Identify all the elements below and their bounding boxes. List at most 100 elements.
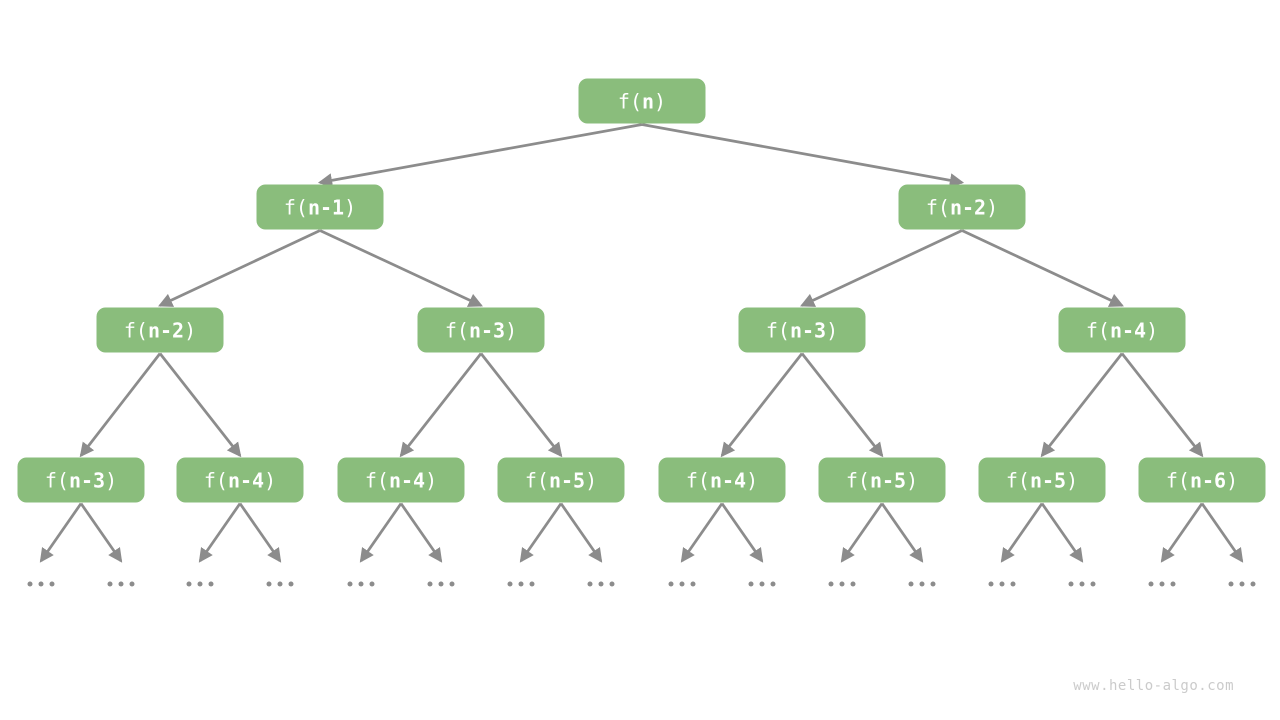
- tree-node: f(n-4): [1058, 307, 1186, 353]
- ellipsis-dot: [38, 581, 44, 587]
- node-label-argument: n-3: [468, 318, 506, 342]
- ellipsis-dot: [1090, 581, 1096, 587]
- tree-edge-arrow: [39, 502, 83, 563]
- tree-node: f(n-4): [658, 457, 786, 503]
- ellipsis-dot: [129, 581, 135, 587]
- tree-node: f(n-3): [417, 307, 545, 353]
- tree-node: f(n-2): [898, 184, 1026, 230]
- node-label-argument: n-1: [307, 195, 345, 219]
- ellipsis-dot: [208, 581, 214, 587]
- ellipsis: [266, 581, 294, 587]
- ellipsis: [908, 581, 936, 587]
- ellipsis-dot: [919, 581, 925, 587]
- node-label-argument: n-4: [227, 468, 265, 492]
- ellipsis-dot: [850, 581, 856, 587]
- tree-edge-arrow: [800, 352, 884, 458]
- ellipsis-dot: [988, 581, 994, 587]
- ellipsis-dot: [186, 581, 192, 587]
- ellipsis-dot: [438, 581, 444, 587]
- ellipsis-dot: [107, 581, 113, 587]
- node-label-argument: n-4: [388, 468, 426, 492]
- ellipsis-dot: [358, 581, 364, 587]
- node-label-argument: n-3: [789, 318, 827, 342]
- ellipsis-dot: [1010, 581, 1016, 587]
- tree-edge-arrow: [880, 502, 924, 563]
- ellipsis-dot: [609, 581, 615, 587]
- ellipsis-dot: [598, 581, 604, 587]
- node-label-argument: n-2: [147, 318, 185, 342]
- tree-edge-arrow: [559, 502, 603, 563]
- node-label-argument: n-5: [869, 468, 907, 492]
- tree-edge-arrow: [1000, 502, 1044, 563]
- ellipsis-dot: [839, 581, 845, 587]
- ellipsis-dot: [690, 581, 696, 587]
- node-label-argument: n-5: [1029, 468, 1067, 492]
- tree-edge-arrow: [800, 229, 963, 307]
- tree-edge-arrow: [238, 502, 282, 563]
- tree-edge-arrow: [1040, 502, 1084, 563]
- tree-edge-arrow: [641, 123, 965, 188]
- ellipsis-dot: [449, 581, 455, 587]
- tree-edge-arrow: [359, 502, 403, 563]
- ellipsis: [668, 581, 696, 587]
- ellipsis-dot: [197, 581, 203, 587]
- tree-edge-arrow: [79, 352, 162, 458]
- ellipsis: [828, 581, 856, 587]
- ellipsis-dot: [427, 581, 433, 587]
- ellipsis-dot: [288, 581, 294, 587]
- ellipsis-dot: [369, 581, 375, 587]
- tree-edge-arrow: [79, 502, 123, 563]
- tree-edge-arrow: [158, 229, 321, 307]
- tree-edge-arrow: [198, 502, 242, 563]
- tree-node: f(n-3): [738, 307, 866, 353]
- tree-edge-arrow: [680, 502, 724, 563]
- ellipsis-dot: [27, 581, 33, 587]
- ellipsis-dot: [679, 581, 685, 587]
- ellipsis-dot: [49, 581, 55, 587]
- ellipsis-dot: [668, 581, 674, 587]
- ellipsis-dot: [828, 581, 834, 587]
- ellipsis: [427, 581, 455, 587]
- ellipsis: [748, 581, 776, 587]
- ellipsis-dot: [347, 581, 353, 587]
- ellipsis-dot: [1228, 581, 1234, 587]
- tree-edge-arrow: [399, 502, 443, 563]
- watermark: www.hello-algo.com: [1073, 678, 1234, 694]
- tree-node: f(n-5): [818, 457, 946, 503]
- ellipsis: [107, 581, 135, 587]
- tree-edge-arrow: [317, 123, 643, 188]
- ellipsis-dot: [770, 581, 776, 587]
- tree-node: f(n-6): [1138, 457, 1266, 503]
- ellipsis: [186, 581, 214, 587]
- ellipsis-dot: [930, 581, 936, 587]
- tree-node: f(n-3): [17, 457, 145, 503]
- node-label-argument: n: [642, 89, 655, 113]
- ellipsis: [27, 581, 55, 587]
- tree-edge-arrow: [399, 352, 483, 458]
- ellipsis-dot: [529, 581, 535, 587]
- tree-edge-arrow: [1120, 352, 1204, 458]
- ellipsis: [587, 581, 615, 587]
- ellipsis-dot: [1239, 581, 1245, 587]
- node-label-argument: n-2: [949, 195, 987, 219]
- ellipsis-dot: [266, 581, 272, 587]
- ellipsis: [507, 581, 535, 587]
- ellipsis-dot: [748, 581, 754, 587]
- node-label-argument: n-6: [1189, 468, 1227, 492]
- ellipsis: [988, 581, 1016, 587]
- tree-node: f(n-2): [96, 307, 224, 353]
- tree-edge-arrow: [158, 352, 242, 458]
- tree-edge-arrow: [961, 229, 1124, 307]
- ellipsis-dot: [1068, 581, 1074, 587]
- ellipsis-dot: [507, 581, 513, 587]
- tree-node: f(n-4): [337, 457, 465, 503]
- ellipsis: [1148, 581, 1176, 587]
- ellipsis-dot: [277, 581, 283, 587]
- ellipsis-dot: [1250, 581, 1256, 587]
- tree-edge-arrow: [720, 352, 804, 458]
- tree-edge-arrow: [479, 352, 563, 458]
- ellipsis-dot: [1148, 581, 1154, 587]
- tree-node: f(n-5): [497, 457, 625, 503]
- tree-edge-arrow: [1040, 352, 1124, 458]
